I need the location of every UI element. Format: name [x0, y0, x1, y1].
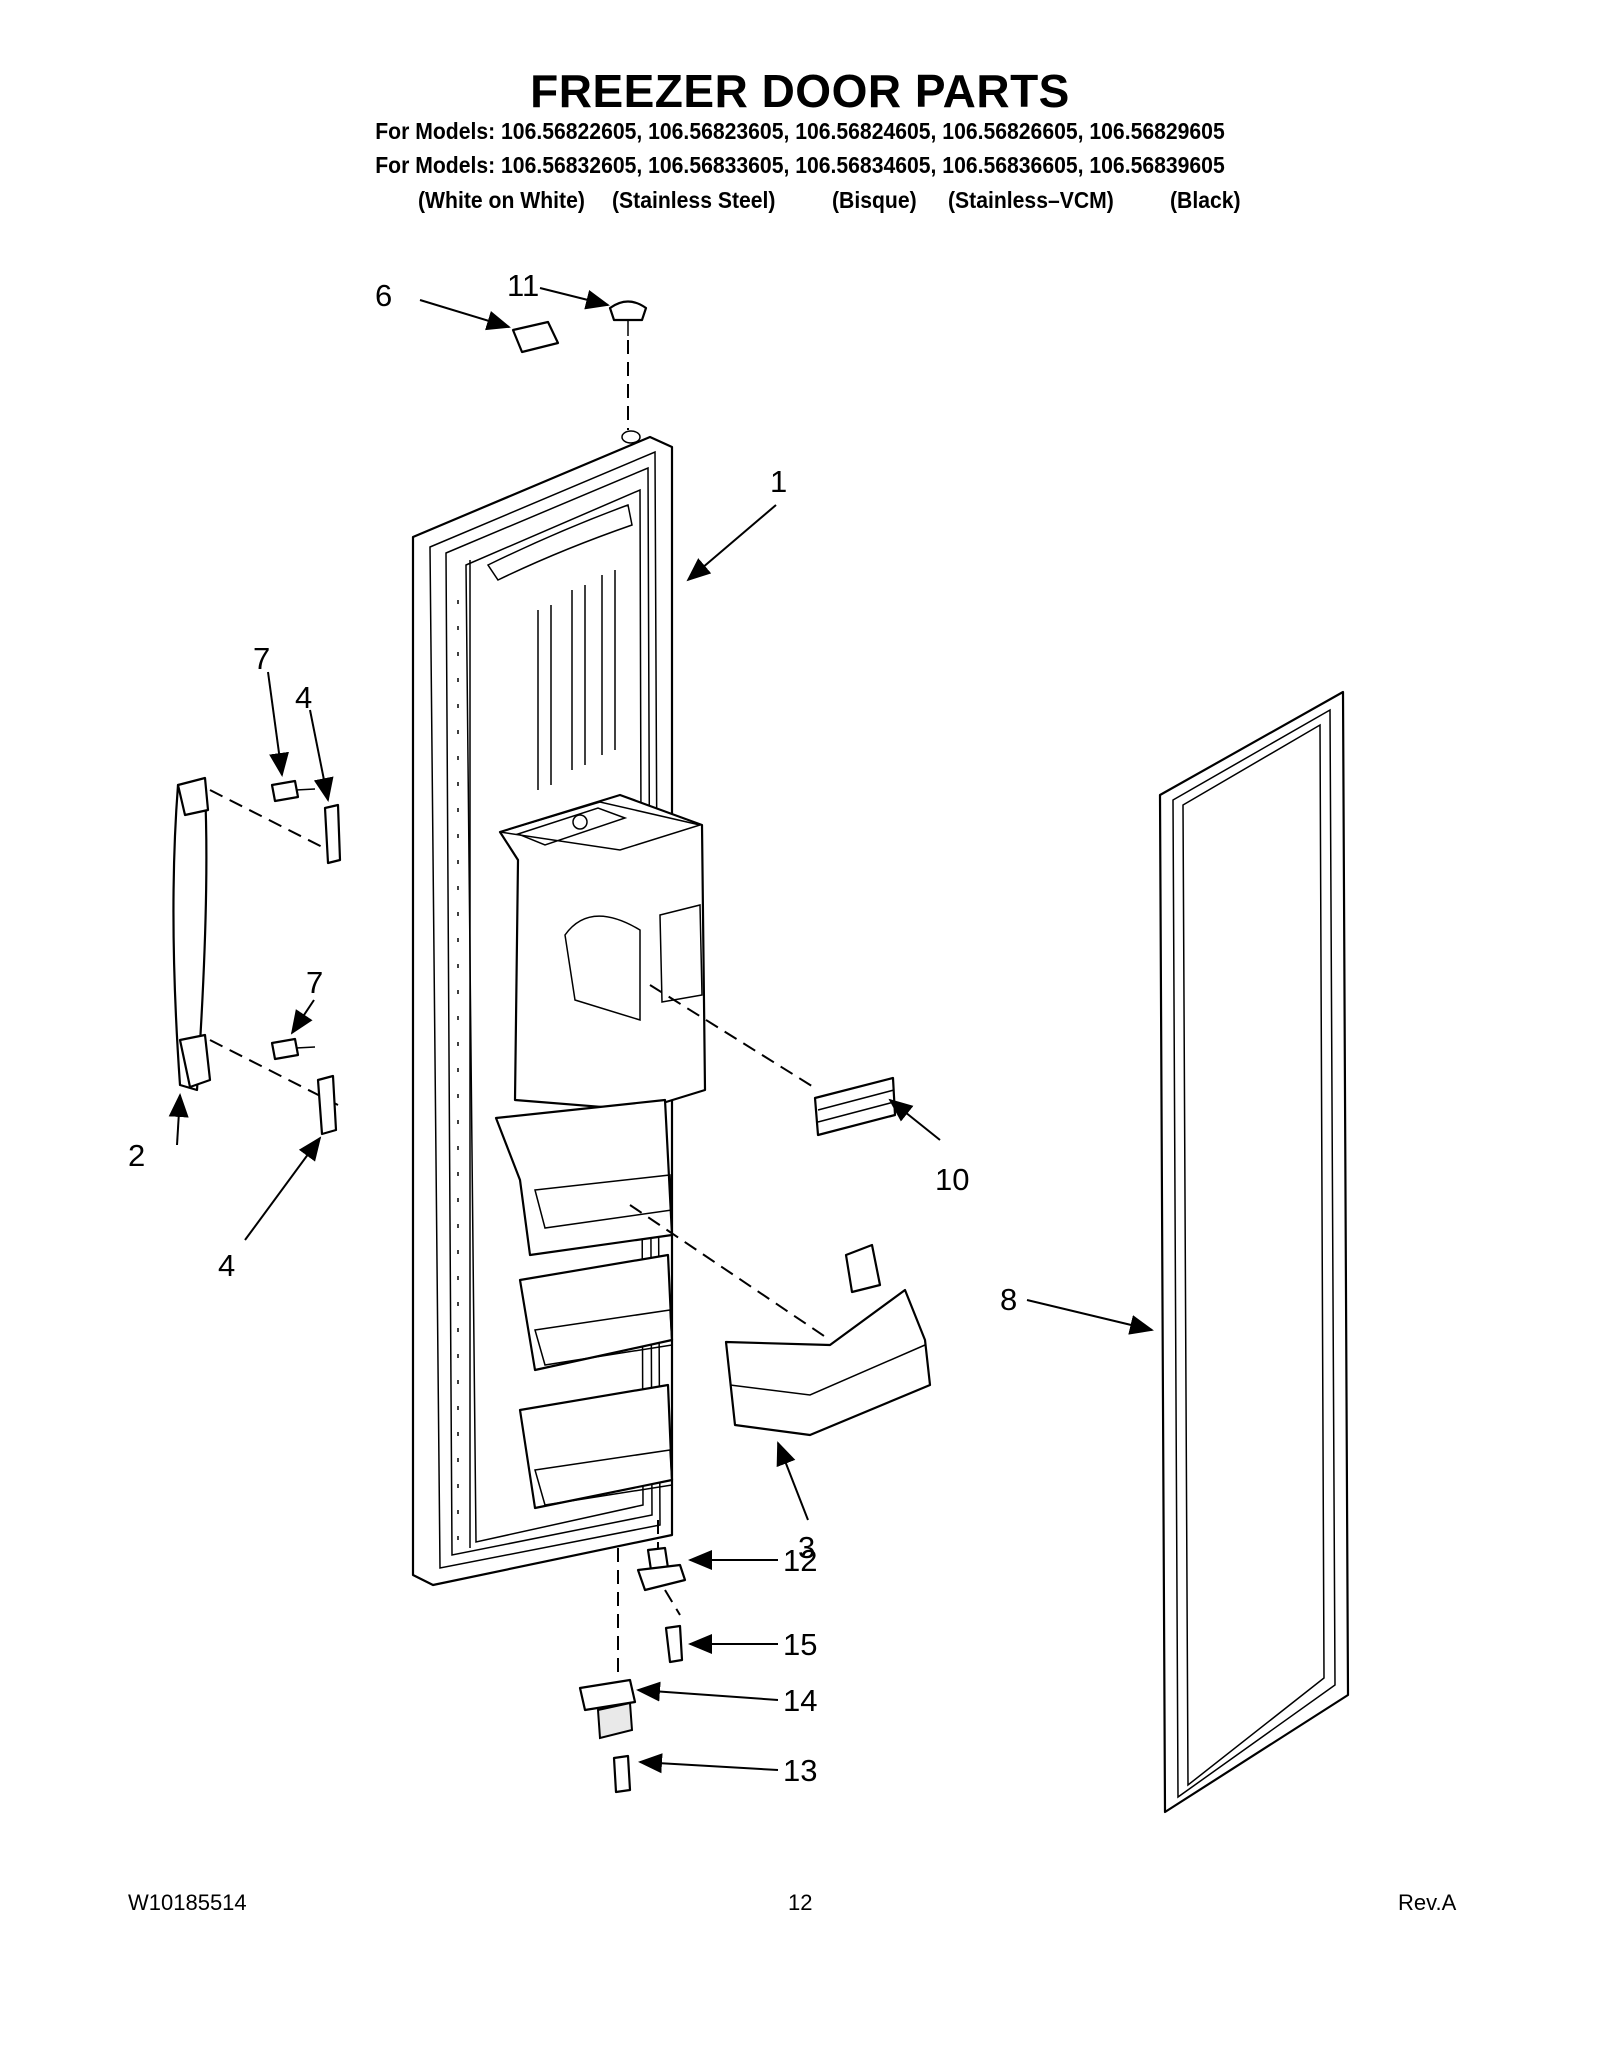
door-gasket	[1158, 690, 1350, 1814]
callout-1: 1	[770, 464, 787, 499]
callout-14: 14	[783, 1683, 817, 1718]
callout-3: 3	[798, 1530, 815, 1565]
callout-15: 15	[783, 1627, 817, 1662]
handle-fasteners	[209, 779, 342, 1136]
callout-10: 10	[935, 1162, 969, 1197]
variant-stainless: (Stainless Steel)	[612, 187, 776, 213]
hinge-assembly	[578, 1520, 687, 1794]
variant-stainless-vcm: (Stainless–VCM)	[948, 187, 1114, 213]
variant-bisque: (Bisque)	[832, 187, 917, 213]
color-variants-row: (White on White) (Stainless Steel) (Bisq…	[0, 187, 1600, 217]
callout-7-upper: 7	[253, 641, 270, 676]
callout-2: 2	[128, 1138, 145, 1173]
callout-13: 13	[783, 1753, 817, 1788]
page-title: FREEZER DOOR PARTS	[530, 65, 1070, 117]
doc-number: W10185514	[128, 1890, 247, 1915]
callout-4-lower: 4	[218, 1248, 235, 1283]
page-number: 12	[788, 1890, 813, 1915]
callout-6: 6	[375, 278, 392, 313]
models-line-2: For Models: 106.56832605, 106.56833605, …	[375, 152, 1225, 178]
callout-labels: 1 2 3 4 4 6 7 7 8 10 11 12 13 14 15	[128, 268, 1017, 1788]
top-parts	[511, 300, 648, 430]
variant-white: (White on White)	[418, 187, 585, 213]
callout-leaders	[168, 287, 1154, 1774]
callout-11: 11	[507, 268, 539, 303]
freezer-door-panel	[411, 430, 707, 1587]
callout-4-upper: 4	[295, 680, 312, 715]
door-bin	[629, 1204, 932, 1437]
models-line-1: For Models: 106.56822605, 106.56823605, …	[375, 118, 1225, 144]
revision: Rev.A	[1398, 1890, 1457, 1915]
callout-7-lower: 7	[306, 965, 323, 1000]
variant-black: (Black)	[1170, 187, 1241, 213]
door-handle	[172, 776, 212, 1092]
callout-12: 12	[783, 1543, 817, 1578]
callout-8: 8	[1000, 1282, 1017, 1317]
